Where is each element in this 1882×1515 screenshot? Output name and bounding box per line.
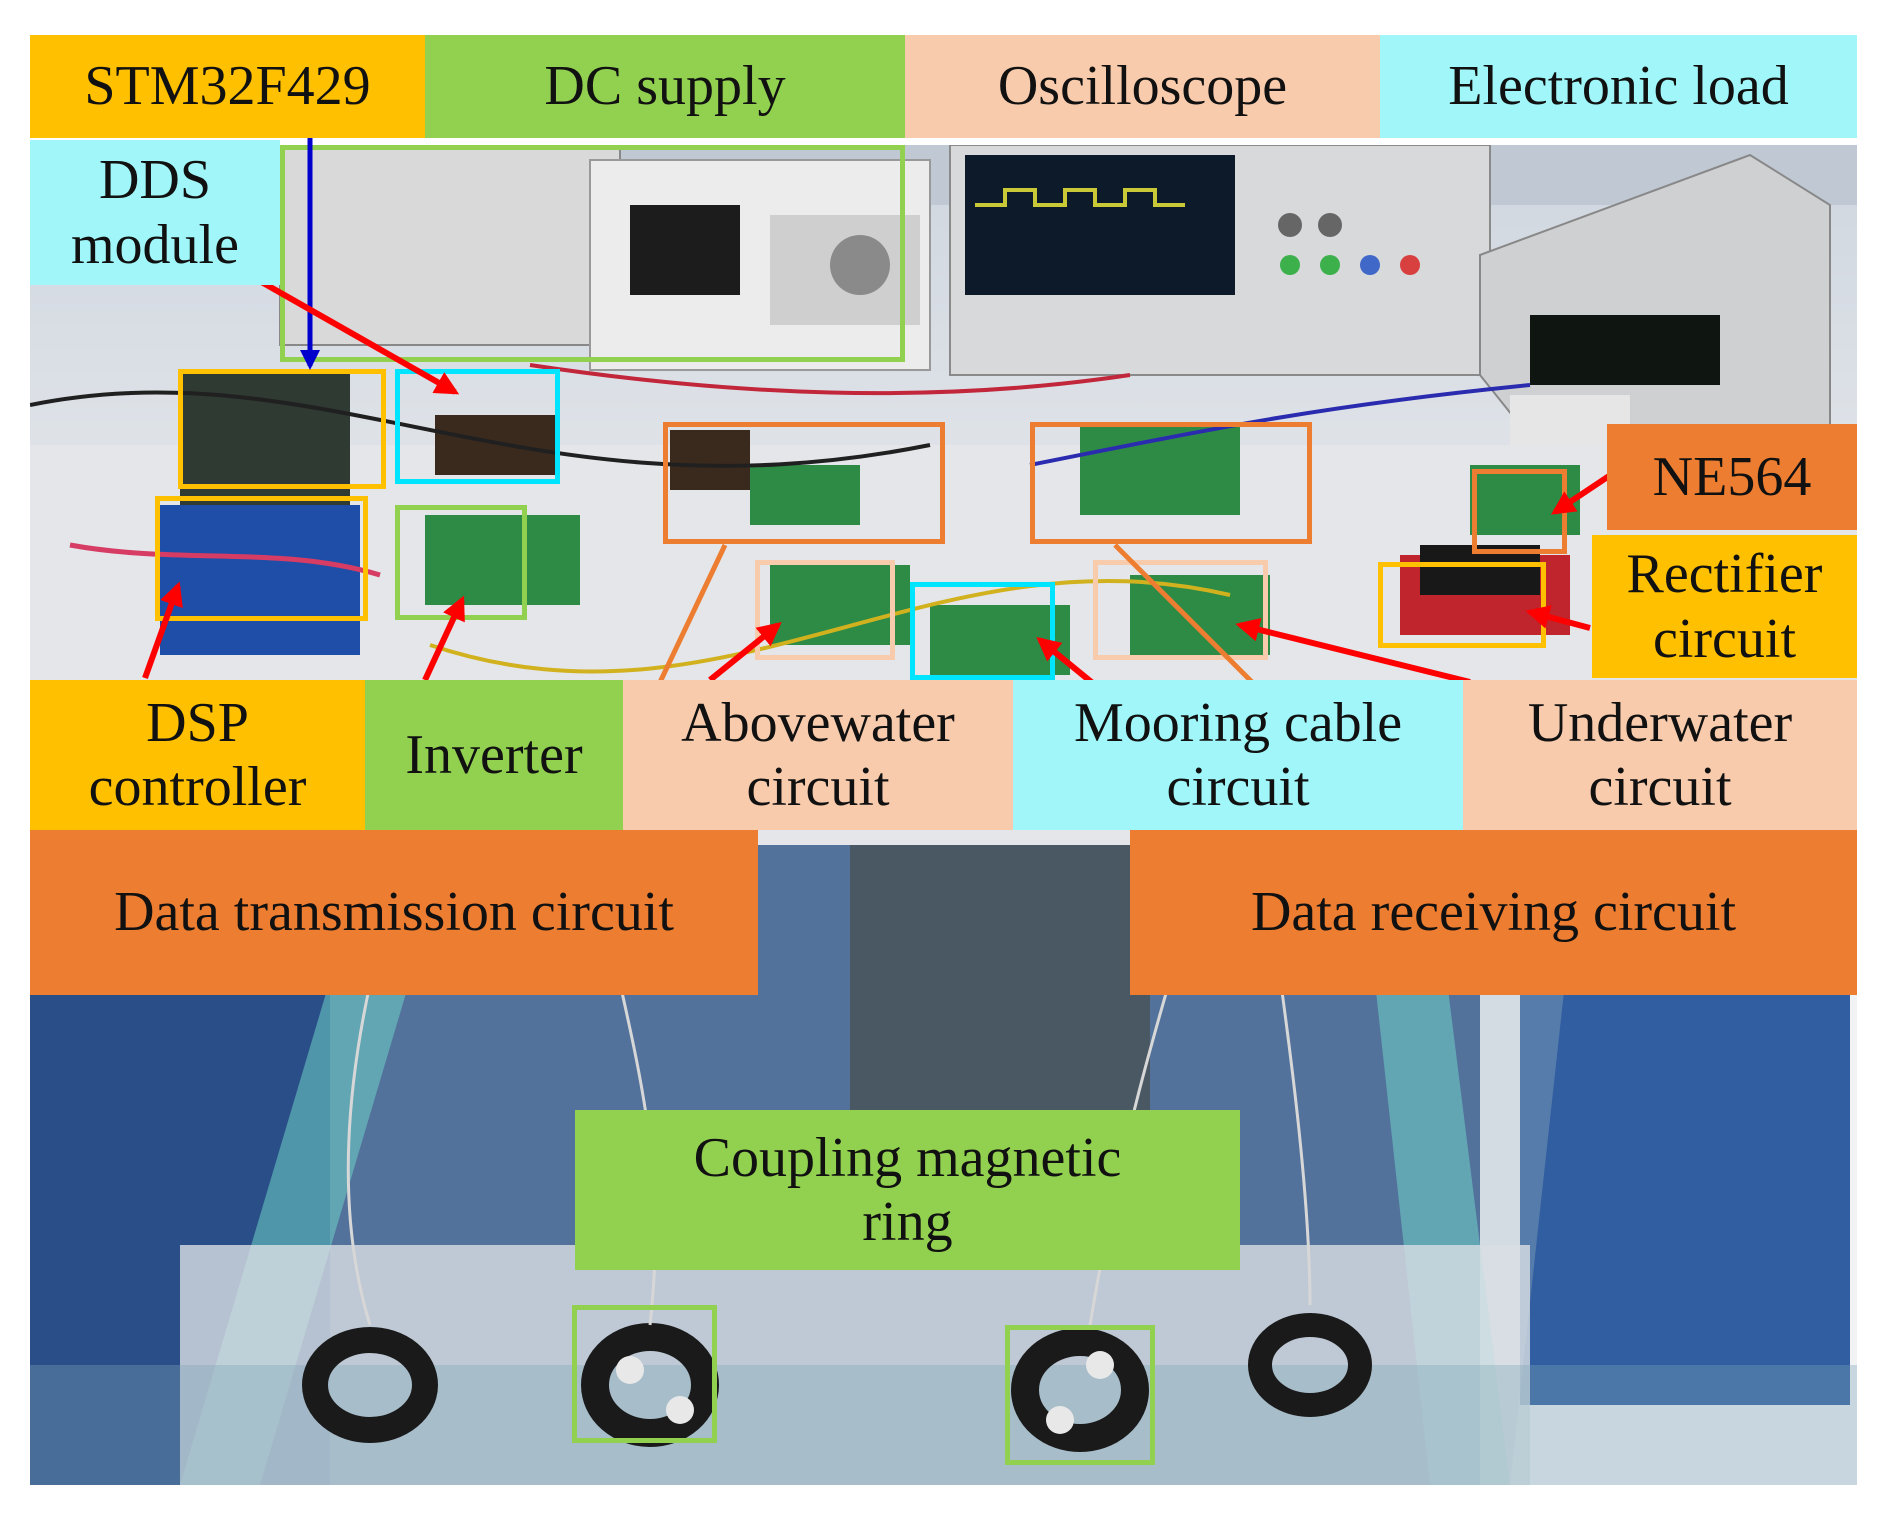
label-stm32f429: STM32F429	[30, 35, 425, 138]
data-rx-box	[1030, 422, 1312, 544]
data-tx-box	[663, 422, 945, 544]
label-abovewater-circuit: Abovewater circuit	[623, 680, 1013, 830]
label-dsp-controller: DSP controller	[30, 680, 365, 830]
label-oscilloscope: Oscilloscope	[905, 35, 1380, 138]
label-mooring-cable-circuit: Mooring cable circuit	[1013, 680, 1463, 830]
dds-box	[395, 369, 560, 484]
ring-box-right	[1005, 1325, 1155, 1465]
inverter-box	[395, 505, 527, 620]
ring-box-left	[572, 1305, 717, 1443]
label-data-transmission-circuit: Data transmission circuit	[30, 830, 758, 995]
label-dc-supply: DC supply	[425, 35, 905, 138]
rectifier-box	[1378, 562, 1546, 648]
label-ne564: NE564	[1607, 424, 1857, 530]
mooring-box	[910, 582, 1055, 680]
label-data-receiving-circuit: Data receiving circuit	[1130, 830, 1857, 995]
label-electronic-load: Electronic load	[1380, 35, 1857, 138]
underwater-box	[1093, 560, 1268, 660]
label-inverter: Inverter	[365, 680, 623, 830]
abovewater-box	[755, 560, 895, 660]
label-dds-module: DDS module	[30, 140, 280, 285]
dc-supply-box	[280, 145, 905, 362]
dsp-box	[155, 496, 368, 621]
ne564-box	[1472, 469, 1567, 554]
label-underwater-circuit: Underwater circuit	[1463, 680, 1857, 830]
stm32-box	[178, 369, 386, 489]
label-coupling-magnetic-ring: Coupling magnetic ring	[575, 1110, 1240, 1270]
label-rectifier-circuit: Rectifier circuit	[1592, 535, 1857, 678]
